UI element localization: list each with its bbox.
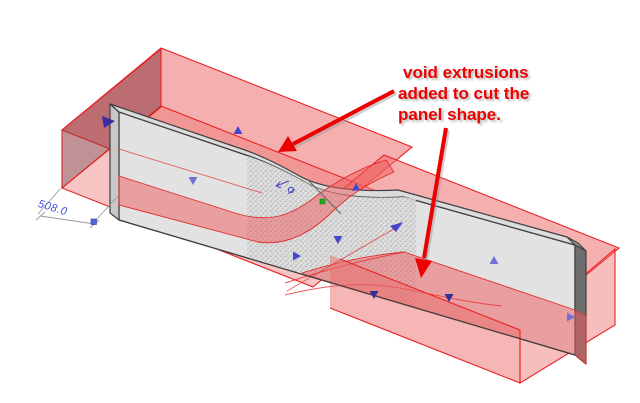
face-orientation-markers: [102, 116, 575, 322]
sketch-endpoint-handle[interactable]: [319, 198, 326, 205]
face-orientation-marker[interactable]: [390, 222, 403, 232]
void-lower-front-edges: [329, 258, 521, 384]
annotation-line: panel shape.: [398, 105, 501, 124]
dimension-extension-line: [93, 195, 119, 223]
void-hidden-sketch-edge: [286, 226, 398, 292]
face-orientation-marker[interactable]: [293, 251, 301, 261]
face-orientation-marker[interactable]: [352, 183, 360, 191]
face-orientation-marker[interactable]: [233, 126, 243, 134]
annotation-line: added to cut the: [398, 84, 530, 103]
arrowhead-icon: [278, 136, 297, 152]
annotation-text: void extrusions added to cut the panel s…: [398, 62, 598, 125]
void-upper-hidden-edge: [118, 148, 263, 194]
face-orientation-marker[interactable]: [102, 116, 115, 128]
face-orientation-marker[interactable]: [489, 256, 499, 264]
annotation-line: void extrusions: [403, 63, 529, 82]
void-upper-front-band[interactable]: [118, 159, 395, 244]
dimension: [35, 188, 119, 229]
panel-bottom-edge: [118, 219, 576, 356]
dimension-grip[interactable]: [90, 218, 97, 225]
dimension-tick: [35, 211, 46, 221]
sketch-controls: [275, 179, 342, 215]
face-orientation-marker[interactable]: [567, 312, 575, 322]
arrow-shadow: [293, 91, 397, 149]
arrowhead-icon: [415, 258, 432, 278]
leader-arrow-lower-void: [415, 127, 448, 278]
void-lower-front-face[interactable]: [330, 255, 520, 383]
dimension-line[interactable]: [39, 215, 96, 225]
sketch-line[interactable]: [307, 179, 342, 215]
workplane-icon[interactable]: [275, 180, 296, 195]
leader-arrow-upper-void: [278, 89, 395, 152]
arrow-shadow: [424, 129, 450, 261]
face-orientation-marker[interactable]: [369, 291, 379, 299]
face-orientation-marker[interactable]: [188, 177, 198, 185]
dimension-extension-line: [37, 188, 61, 215]
face-orientation-marker[interactable]: [333, 236, 343, 244]
void-overlays: [118, 148, 587, 384]
face-orientation-marker[interactable]: [444, 294, 454, 302]
annotation-arrows: [278, 89, 450, 278]
